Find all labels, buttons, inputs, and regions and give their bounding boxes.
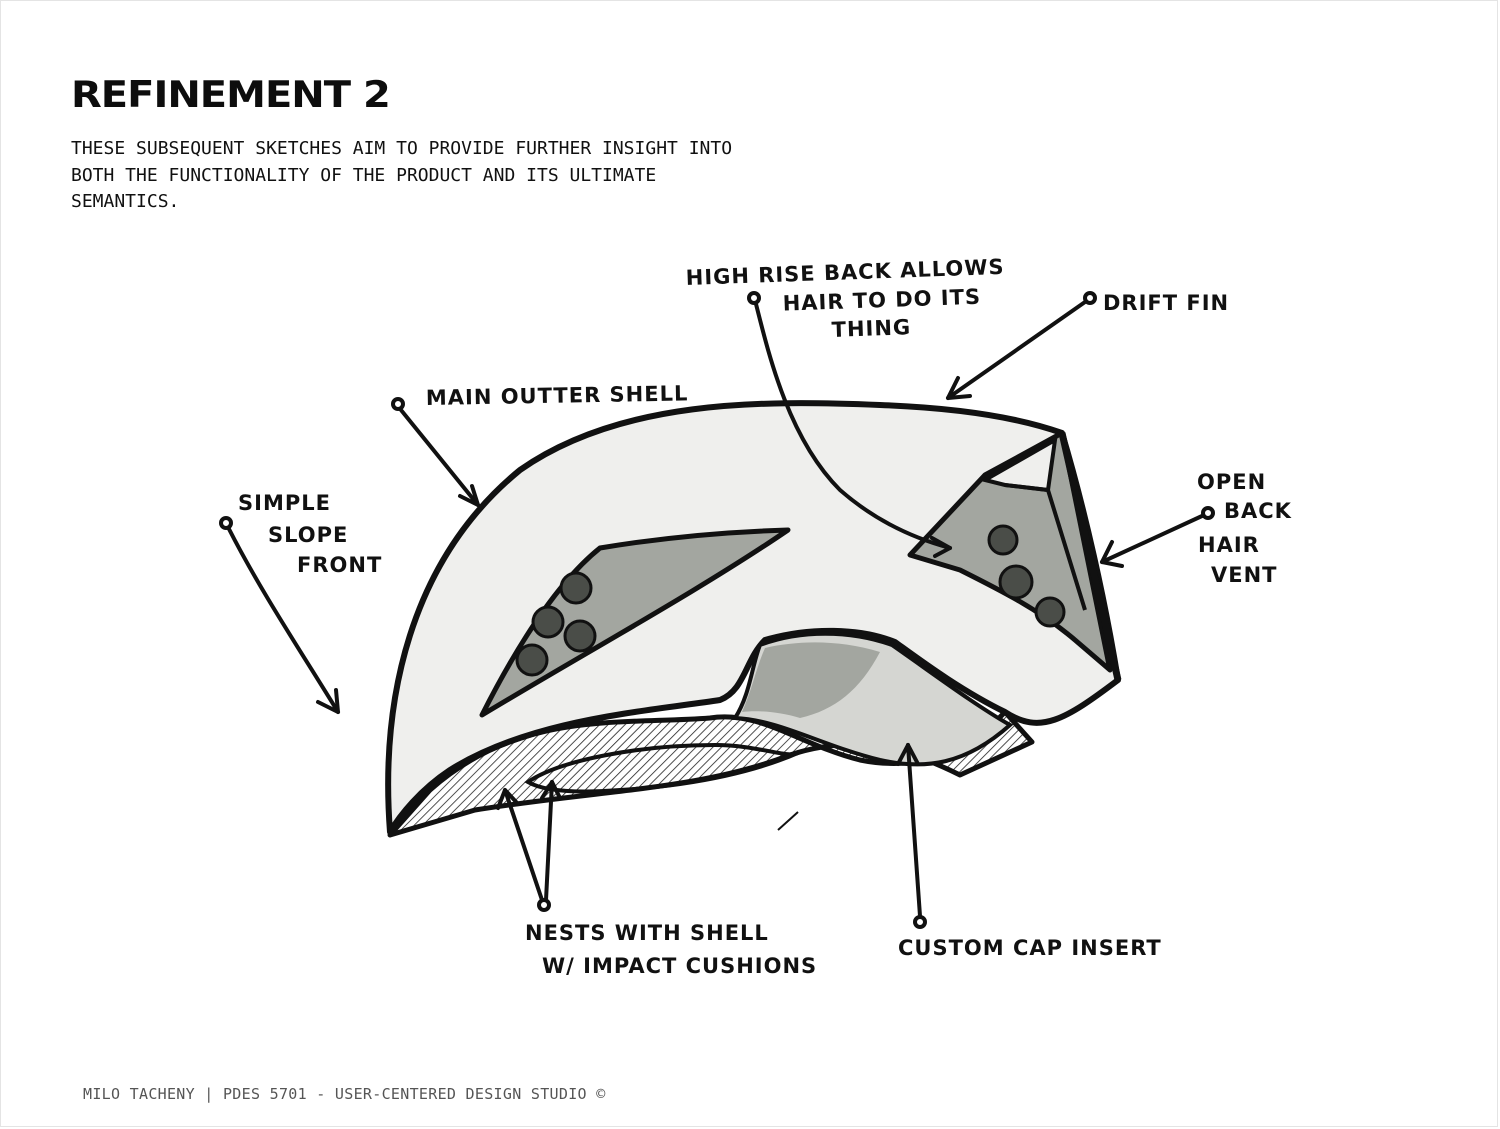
leader-lines (219, 291, 1215, 929)
annotation-custom-cap-insert: CUSTOM CAP INSERT (898, 936, 1162, 960)
annotation-nests-with-shell: NESTS WITH SHELL W/ IMPACT CUSHIONS (525, 921, 817, 978)
footer-credit: MILO TACHENY | PDES 5701 - USER-CENTERED… (83, 1085, 606, 1103)
front-vent-cushions (515, 571, 597, 677)
annotation-line: BACK (1224, 499, 1292, 523)
intro-line: BOTH THE FUNCTIONALITY OF THE PRODUCT AN… (71, 164, 657, 186)
rear-vent-cushions (987, 524, 1066, 628)
intro-text: THESE SUBSEQUENT SKETCHES AIM TO PROVIDE… (71, 136, 831, 216)
annotation-open-back-hair-vent: OPEN BACK HAIR VENT (1197, 470, 1300, 587)
annotation-line: SLOPE (268, 523, 348, 547)
annotation-line: DRIFT FIN (1103, 291, 1229, 315)
annotation-line: HAIR TO DO ITS (782, 285, 981, 316)
annotation-line: OPEN (1197, 470, 1266, 494)
outer-shell (385, 400, 1121, 835)
annotation-main-outer-shell: MAIN OUTTER SHELL (426, 381, 689, 410)
annotation-line: MAIN OUTTER SHELL (426, 381, 689, 410)
annotation-line: W/ IMPACT CUSHIONS (542, 954, 817, 978)
rear-fin-line (1004, 483, 1087, 611)
annotation-line: HAIR (1198, 533, 1260, 557)
annotation-line: SIMPLE (238, 491, 331, 515)
annotation-line: CUSTOM CAP INSERT (898, 936, 1162, 960)
annotation-line: NESTS WITH SHELL (525, 921, 769, 945)
cap-insert-shadow (742, 642, 880, 718)
page-title: REFINEMENT 2 (71, 74, 391, 117)
annotation-line: FRONT (297, 553, 382, 577)
intro-line: SEMANTICS. (71, 191, 180, 212)
drift-fin (1058, 432, 1122, 681)
intro-line: THESE SUBSEQUENT SKETCHES AIM TO PROVIDE… (71, 138, 733, 159)
annotation-line: VENT (1211, 563, 1278, 587)
annotation-drift-fin: DRIFT FIN (1103, 291, 1229, 315)
nest-curve (524, 742, 802, 794)
stray-mark (777, 811, 799, 831)
annotation-simple-slope-front: SIMPLE SLOPE FRONT (238, 491, 382, 577)
annotation-high-rise-back: HIGH RISE BACK ALLOWS HAIR TO DO ITS THI… (685, 255, 1015, 347)
annotation-line: THING (831, 315, 911, 342)
